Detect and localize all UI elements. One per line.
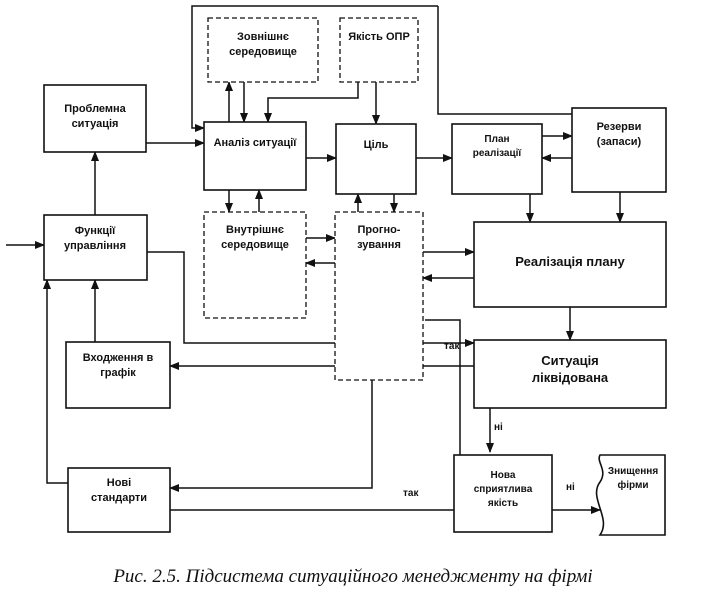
connector-quality-to-realization <box>425 319 461 455</box>
block-schedule-entry: Входження в графік <box>65 341 171 409</box>
block-firm-destruction-line1: Знищення <box>608 466 659 477</box>
connector-functions-to-resolved <box>147 251 475 347</box>
block-firm-destruction: Знищення фірми <box>595 454 666 536</box>
block-reserves-line1: Резерви <box>597 121 642 133</box>
connector-quality-to-analysis <box>264 82 359 123</box>
block-external-environment: Зовнішнє середовище <box>207 17 319 83</box>
block-schedule-entry-line2: графік <box>100 367 136 379</box>
block-implementation-plan-line2: реалізації <box>473 148 522 159</box>
block-problem-situation-line2: ситуація <box>72 118 119 130</box>
edge-label-yes-standards: так <box>403 488 419 499</box>
block-forecasting: Прогно- зування <box>334 211 424 381</box>
block-forecasting-line1: Прогно- <box>358 224 401 236</box>
block-implementation-plan: План реалізації <box>451 123 543 195</box>
block-management-functions-line2: управління <box>64 240 126 252</box>
block-external-environment-line1: Зовнішнє <box>237 31 289 43</box>
block-forecasting-line2: зування <box>357 239 401 251</box>
block-plan-realization-text: Реалізація плану <box>515 254 625 269</box>
figure-caption: Рис. 2.5. Підсистема ситуаційного менедж… <box>113 566 593 587</box>
block-goal: Ціль <box>335 123 417 195</box>
connector-reserves-top <box>437 6 572 115</box>
block-internal-environment-line2: середовище <box>221 239 289 251</box>
block-dm-quality: Якість ОПР <box>339 17 419 83</box>
edge-label-no-resolved: ні <box>494 422 503 433</box>
block-situation-resolved: Ситуація ліквідована <box>473 339 667 409</box>
block-new-favorable-quality: Нова сприятлива якість <box>453 454 553 533</box>
block-new-standards: Нові стандарти <box>67 467 171 533</box>
connectors <box>6 5 624 514</box>
edge-label-yes-functions: так <box>444 341 460 352</box>
block-firm-destruction-line2: фірми <box>617 479 648 491</box>
block-internal-environment: Внутрішнє середовище <box>203 211 307 319</box>
block-reserves-line2: (запаси) <box>597 136 642 148</box>
block-problem-situation: Проблемна ситуація <box>43 84 147 153</box>
connector-top-loop <box>191 5 438 132</box>
block-new-favorable-quality-line1: Нова <box>491 470 516 481</box>
block-internal-environment-line1: Внутрішнє <box>226 224 284 236</box>
block-schedule-entry-line1: Входження в <box>83 352 154 364</box>
situational-management-diagram: Зовнішнє середовище Якість ОПР Проблемна… <box>6 5 667 536</box>
block-reserves: Резерви (запаси) <box>571 107 667 193</box>
block-management-functions: Функції управління <box>43 214 148 281</box>
block-situation-analysis-text: Аналіз ситуації <box>214 137 298 149</box>
block-situation-resolved-line2: ліквідована <box>532 370 609 385</box>
block-dm-quality-text: Якість ОПР <box>348 31 410 43</box>
connector-forecast-to-standards <box>169 380 373 492</box>
edge-label-no-destruction: ні <box>566 482 575 493</box>
block-situation-analysis: Аналіз ситуації <box>203 121 307 191</box>
block-new-standards-line1: Нові <box>107 477 131 489</box>
block-situation-resolved-line1: Ситуація <box>541 353 599 368</box>
block-goal-text: Ціль <box>364 139 389 151</box>
block-implementation-plan-line1: План <box>484 134 509 145</box>
block-management-functions-line1: Функції <box>75 225 116 237</box>
block-new-favorable-quality-line2: сприятлива <box>474 484 533 495</box>
block-external-environment-line2: середовище <box>229 46 297 58</box>
connector-standards-to-functions <box>43 279 68 484</box>
block-problem-situation-line1: Проблемна <box>64 103 126 115</box>
block-new-favorable-quality-line3: якість <box>488 498 518 509</box>
block-plan-realization: Реалізація плану <box>473 221 667 308</box>
block-new-standards-line2: стандарти <box>91 492 147 504</box>
